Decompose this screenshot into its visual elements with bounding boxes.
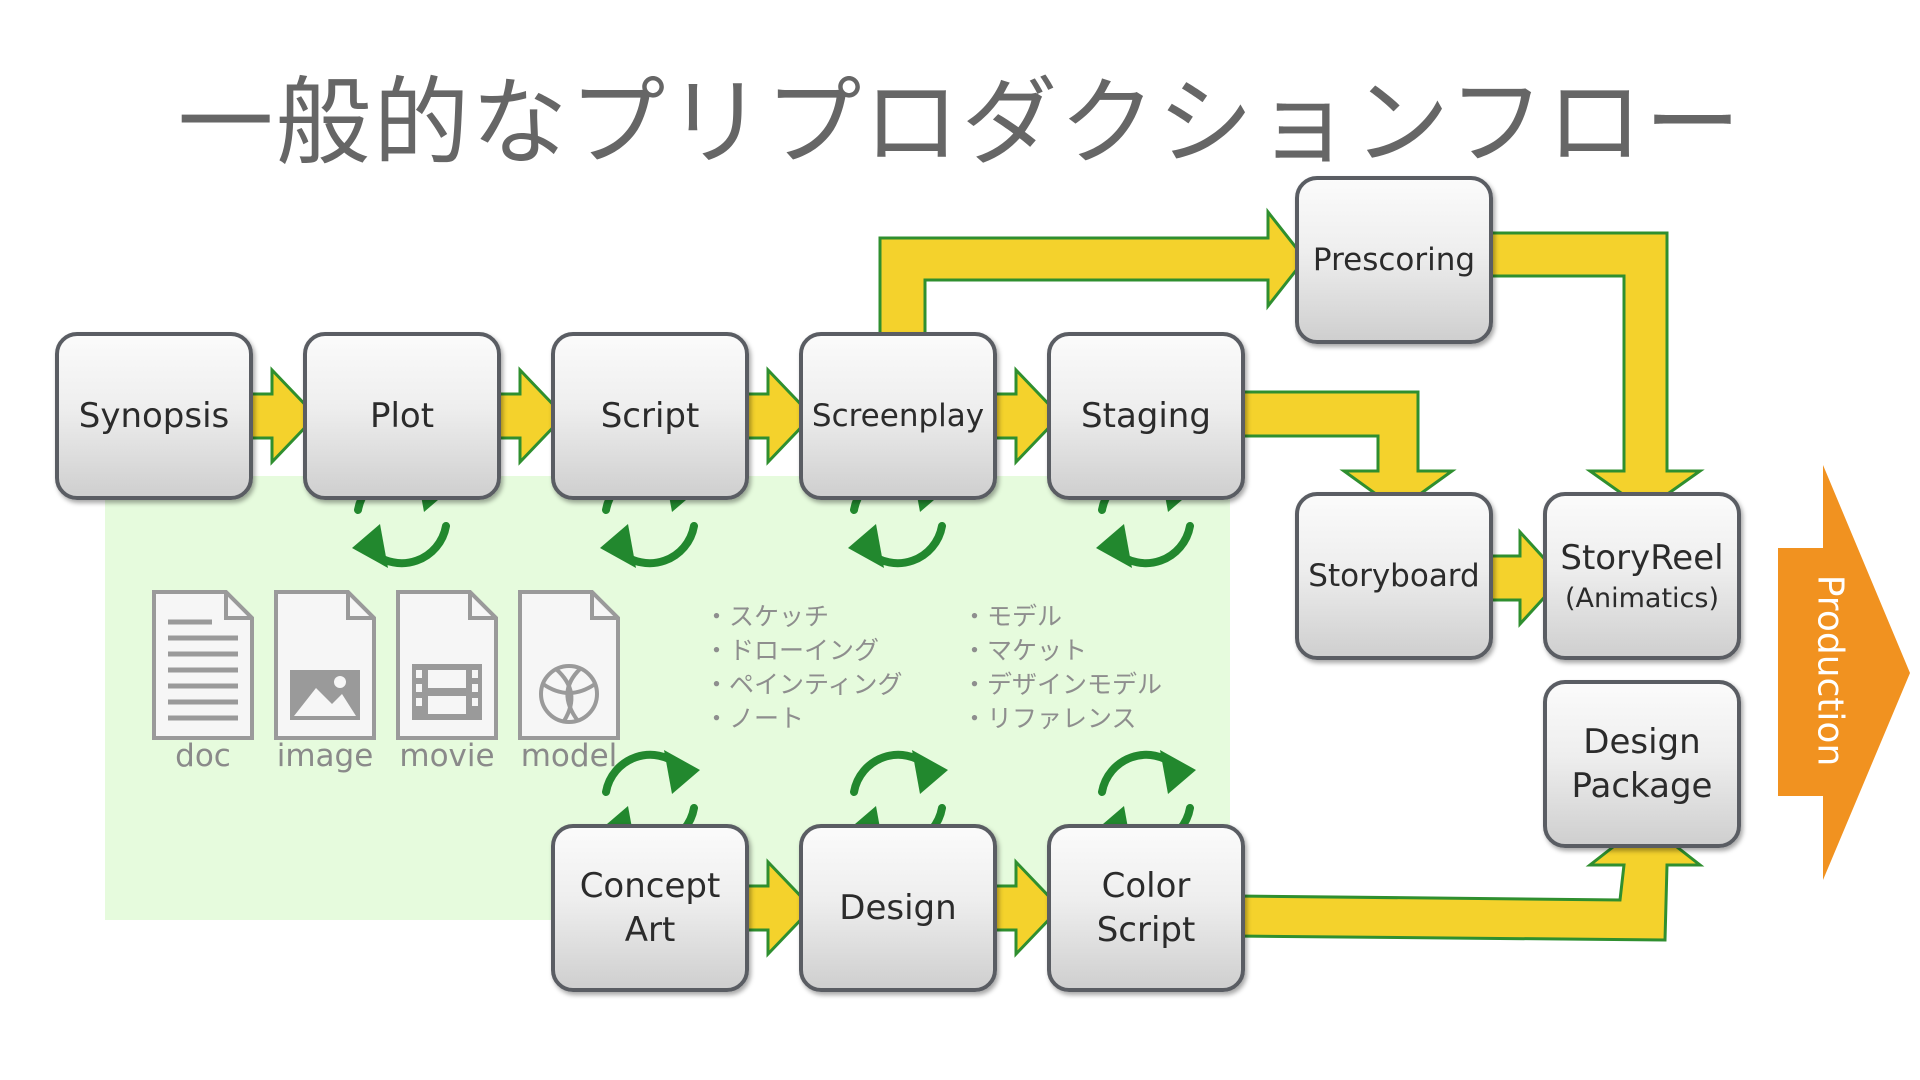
bullet-item: ・スケッチ [704,602,830,631]
node-storyboard: Storyboard [1295,492,1493,660]
node-design-package: Design Package [1543,680,1741,848]
arrow-staging-storyboard [1234,390,1457,512]
node-script: Script [551,332,749,500]
doc-caption: doc [175,738,231,774]
node-label: Plot [369,395,435,436]
node-screenplay: Screenplay [799,332,997,500]
node-concept-art: Concept Art [551,824,749,992]
node-color-script: Color Script [1047,824,1245,992]
production-label-box: Production [1800,574,1860,766]
node-label: Color [1101,865,1191,906]
node-sublabel: (Animatics) [1565,582,1719,614]
node-label: Package [1571,766,1713,806]
image-icon [274,590,376,740]
node-label: Staging [1081,395,1211,436]
node-synopsis: Synopsis [55,332,253,500]
production-label: Production [1809,574,1851,766]
production-arrow [1778,465,1910,880]
node-label: Script [1096,910,1196,950]
bullet-list-model-media: ・モデル ・マケット ・デザインモデル ・リファレンス [962,600,1162,736]
bullet-item: ・デザインモデル [962,670,1163,699]
arrow-screenplay-prescoring [878,207,1307,352]
movie-icon [396,590,498,740]
bullet-list-art-media: ・スケッチ ・ドローイング ・ペインティング ・ノート [704,600,903,736]
node-label: Concept [579,865,721,906]
node-label: Design [839,887,957,928]
bullet-item: ・マケット [962,636,1088,665]
bullet-item: ・モデル [962,602,1063,631]
arrow-storyboard-storyreel [1489,528,1565,628]
movie-caption: movie [399,738,495,774]
node-label: Synopsis [78,395,230,436]
doc-icon [152,590,254,740]
node-label: Storyboard [1308,557,1480,594]
node-design: Design [799,824,997,992]
bullet-item: ・リファレンス [962,704,1137,733]
arrow-prescoring-storyreel [1485,231,1705,512]
page-title: 一般的なプリプロダクションフロー [177,67,1743,179]
model-caption: model [520,738,618,774]
bullet-item: ・ペインティング [704,670,903,699]
node-label: Art [624,910,676,950]
node-label: Script [600,395,700,436]
bullet-item: ・ノート [704,704,805,733]
node-staging: Staging [1047,332,1245,500]
node-plot: Plot [303,332,501,500]
node-label: StoryReel [1560,538,1724,579]
node-label: Prescoring [1312,241,1476,278]
node-label: Design [1583,721,1701,762]
node-label: Screenplay [811,397,985,434]
image-caption: image [276,738,374,774]
model-icon [518,590,620,740]
node-storyreel: StoryReel (Animatics) [1543,492,1741,660]
node-prescoring: Prescoring [1295,176,1493,344]
bullet-item: ・ドローイング [704,636,880,665]
